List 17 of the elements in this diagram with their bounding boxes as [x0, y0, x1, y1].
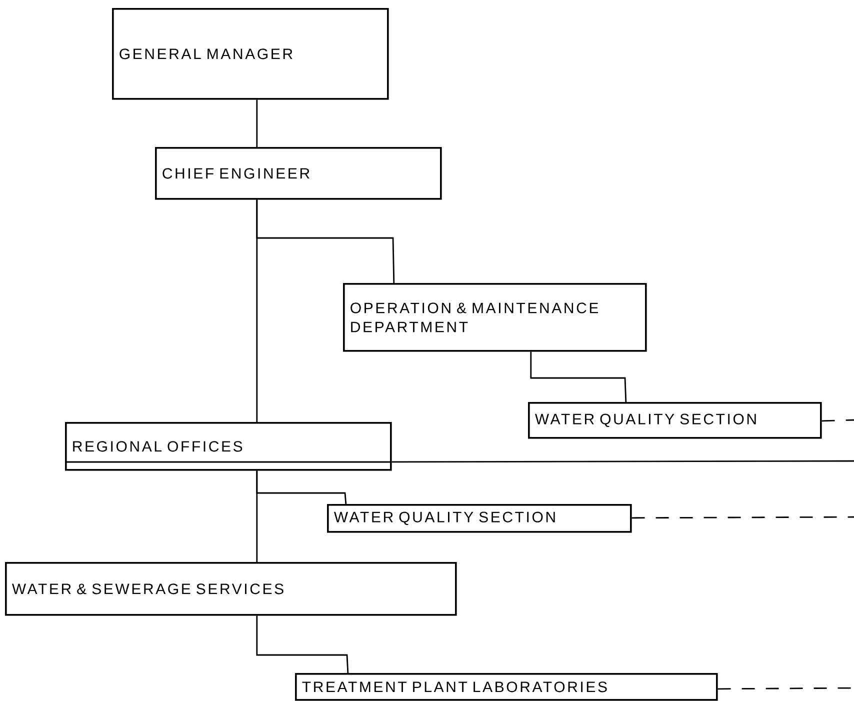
- org-box: WATER QUALITY SECTION: [528, 402, 822, 439]
- connector-line: [632, 516, 854, 519]
- org-box: REGIONAL OFFICES: [65, 422, 392, 471]
- org-box: GENERAL MANAGER: [112, 8, 389, 100]
- connector-line: [256, 200, 258, 422]
- connector-line: [822, 419, 854, 422]
- connector-line: [718, 687, 854, 690]
- org-box: TREATMENT PLANT LABORATORIES: [295, 673, 718, 701]
- org-box: WATER & SEWERAGE SERVICES: [5, 562, 457, 616]
- connector-line: [256, 470, 258, 562]
- org-box: OPERATION & MAINTENANCE DEPARTMENT: [343, 283, 647, 352]
- connector-line: [256, 616, 349, 674]
- connector-line: [392, 460, 854, 463]
- org-box: WATER QUALITY SECTION: [327, 504, 632, 533]
- connector-line: [256, 100, 258, 147]
- org-box: CHIEF ENGINEER: [155, 147, 442, 200]
- connector-line: [530, 352, 627, 402]
